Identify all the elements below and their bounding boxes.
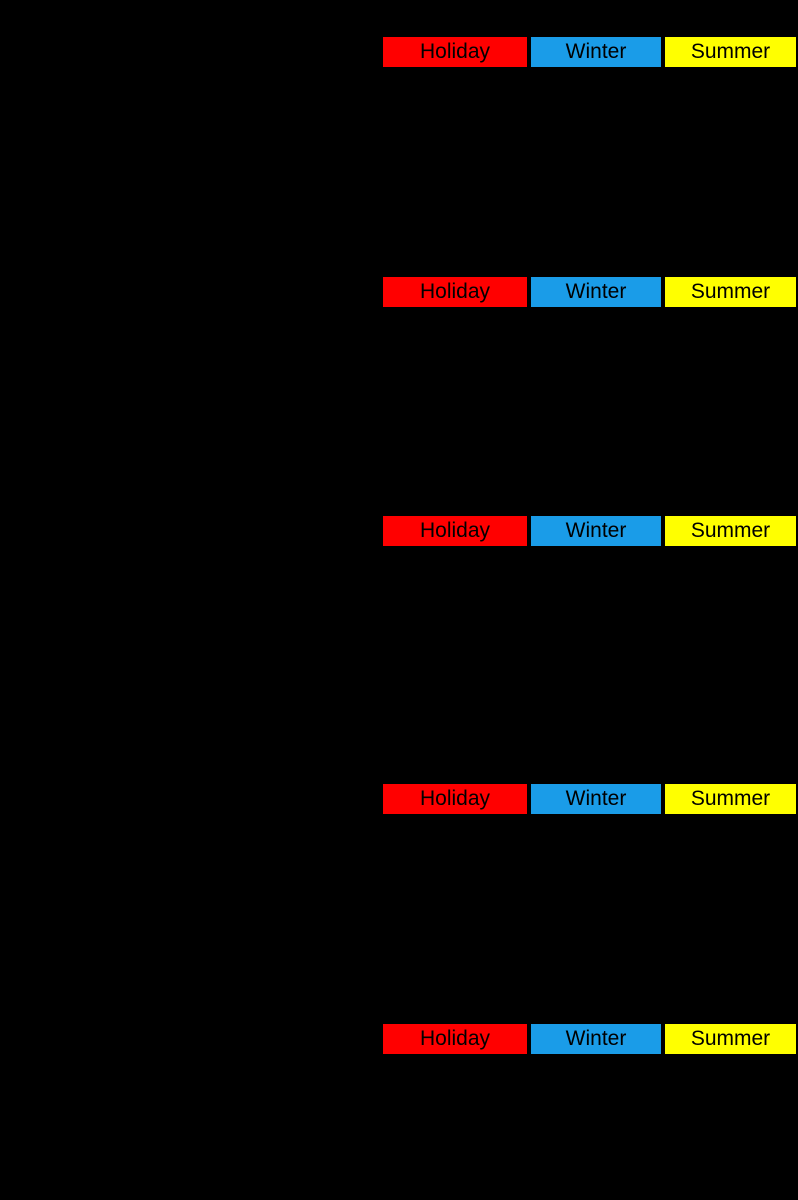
legend-item-winter: Winter: [531, 516, 661, 546]
legend-item-holiday: Holiday: [383, 1024, 527, 1054]
legend-row-2: Holiday Winter Summer: [383, 277, 796, 307]
legend-item-holiday: Holiday: [383, 277, 527, 307]
legend-item-holiday: Holiday: [383, 37, 527, 67]
legend-item-holiday: Holiday: [383, 784, 527, 814]
legend-row-3: Holiday Winter Summer: [383, 516, 796, 546]
legend-item-winter: Winter: [531, 1024, 661, 1054]
legend-row-5: Holiday Winter Summer: [383, 1024, 796, 1054]
legend-item-summer: Summer: [665, 784, 796, 814]
legend-item-winter: Winter: [531, 37, 661, 67]
legend-item-summer: Summer: [665, 1024, 796, 1054]
legend-item-winter: Winter: [531, 784, 661, 814]
legend-item-winter: Winter: [531, 277, 661, 307]
legend-item-summer: Summer: [665, 516, 796, 546]
legend-item-summer: Summer: [665, 37, 796, 67]
legend-item-summer: Summer: [665, 277, 796, 307]
legend-row-4: Holiday Winter Summer: [383, 784, 796, 814]
legend-item-holiday: Holiday: [383, 516, 527, 546]
legend-row-1: Holiday Winter Summer: [383, 37, 796, 67]
